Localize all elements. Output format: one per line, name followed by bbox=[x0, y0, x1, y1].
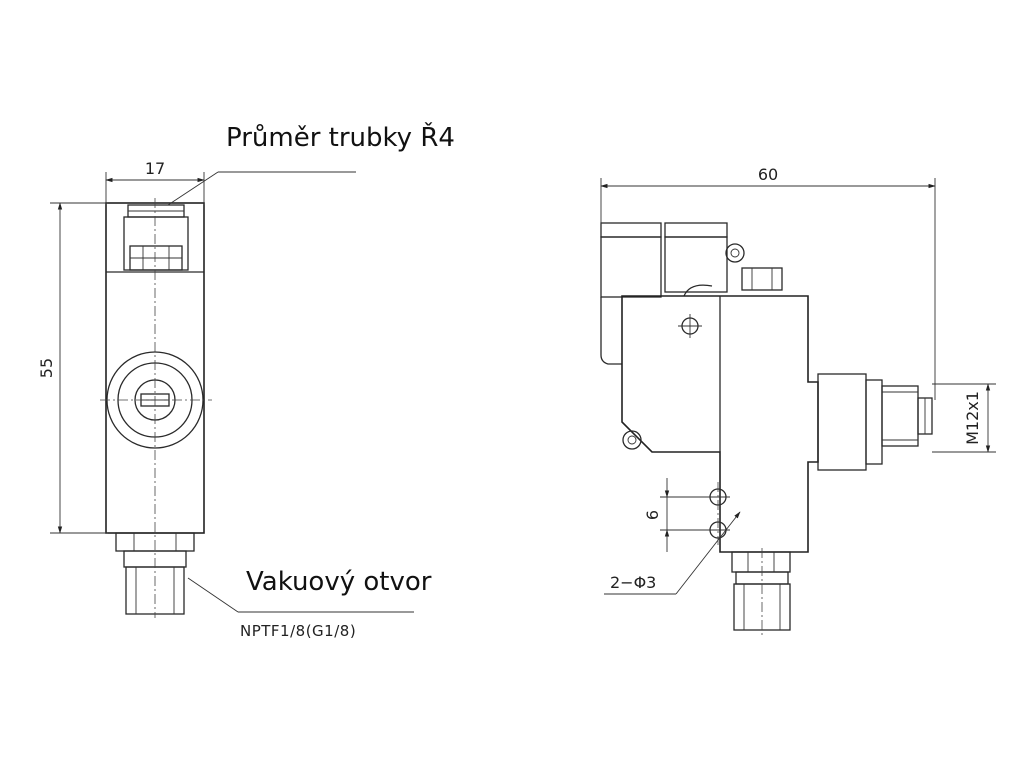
side-dimension-thread: M12x1 bbox=[932, 383, 996, 453]
height-front-value: 55 bbox=[37, 358, 56, 378]
holes-callout: 2−Φ3 bbox=[604, 511, 741, 595]
side-dimension-hole-spacing: 6 bbox=[643, 478, 708, 552]
tube-diameter-label: Průměr trubky Ř4 bbox=[226, 121, 455, 153]
vacuum-port-callout: Vakuový otvor NPTF1/8(G1/8) bbox=[187, 567, 432, 640]
hole-spacing-value: 6 bbox=[643, 510, 662, 520]
front-view bbox=[100, 198, 212, 618]
thread-side-value: M12x1 bbox=[963, 391, 982, 445]
width-front-value: 17 bbox=[145, 159, 165, 178]
side-dimension-width: 60 bbox=[600, 165, 936, 400]
front-dimension-width: 17 bbox=[105, 159, 205, 205]
tube-diameter-callout: Průměr trubky Ř4 bbox=[167, 121, 455, 206]
holes-value: 2−Φ3 bbox=[610, 573, 656, 592]
width-side-value: 60 bbox=[758, 165, 778, 184]
thread-spec-label: NPTF1/8(G1/8) bbox=[240, 622, 356, 640]
vacuum-port-label: Vakuový otvor bbox=[246, 567, 432, 597]
front-dimension-height: 55 bbox=[37, 202, 108, 534]
